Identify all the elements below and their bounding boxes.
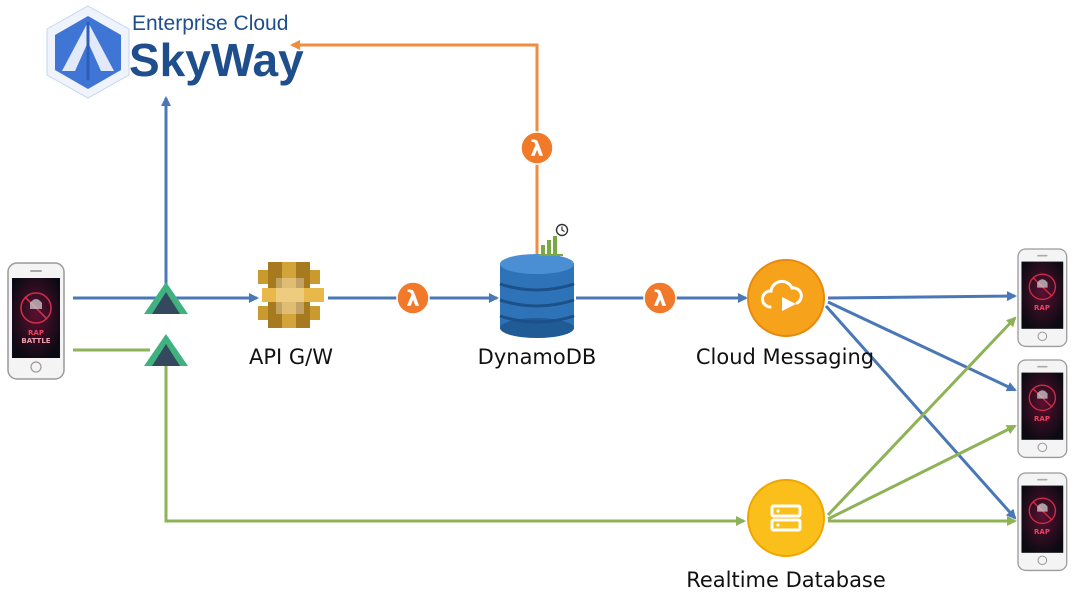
app-screen-text: RAP [1034, 415, 1050, 423]
brand-line-2: SkyWay [129, 34, 304, 86]
brand-line-1: Enterprise Cloud [132, 12, 288, 35]
app-screen-text: RAP [1034, 528, 1050, 536]
api-gateway-label: API G/W [249, 345, 333, 369]
lambda-icon-apigw-dynamodb: λ [396, 281, 430, 315]
target-phone-2: RAP [1017, 359, 1068, 459]
blue-line-messaging-to-phone-2 [827, 300, 1017, 392]
blue-line-messaging-to-phone-1 [827, 291, 1017, 302]
app-screen-text: RAP [28, 329, 44, 337]
lambda-symbol: λ [406, 287, 419, 311]
lambda-symbol: λ [530, 137, 543, 161]
api-gateway-icon [258, 262, 324, 328]
cloud-messaging-icon [747, 259, 825, 337]
source-phone: RAP BATTLE [7, 262, 65, 380]
cloud-messaging-label: Cloud Messaging [696, 345, 874, 369]
green-line-db-to-phone-2 [827, 424, 1017, 521]
green-line-db-to-phone-1 [826, 316, 1017, 517]
realtime-database-icon [747, 479, 825, 557]
client-triangle-icon-green [144, 334, 188, 366]
orange-line-dynamodb-to-skyway [290, 40, 539, 255]
dynamodb-stream-icon [539, 223, 569, 256]
skyway-hexagon-icon [46, 5, 130, 99]
realtime-database-label: Realtime Database [686, 568, 886, 592]
target-phone-3: RAP [1017, 472, 1068, 572]
lambda-icon-dynamodb-skyway: λ [520, 131, 554, 165]
skyway-logo: Enterprise Cloud SkyWay [46, 5, 304, 99]
lambda-symbol: λ [653, 287, 666, 311]
dynamodb-icon [499, 254, 575, 338]
app-screen-subtext: BATTLE [21, 337, 50, 345]
target-phone-1: RAP [1017, 248, 1068, 348]
app-screen-text: RAP [1034, 304, 1050, 312]
dynamodb-label: DynamoDB [478, 345, 597, 369]
connectors [73, 40, 1017, 526]
blue-line-messaging-to-phone-3 [824, 305, 1017, 520]
green-line-to-realtime-db [164, 366, 746, 526]
client-triangle-icon-blue [144, 282, 188, 314]
lambda-icon-dynamodb-messaging: λ [643, 281, 677, 315]
